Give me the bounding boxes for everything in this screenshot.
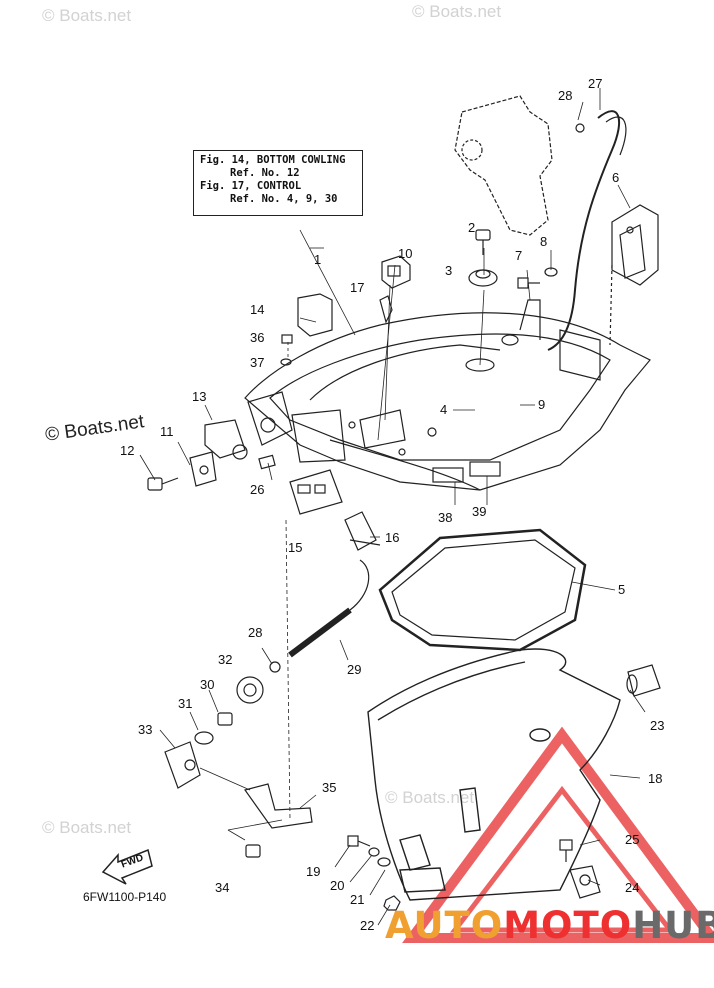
part-label-15: 15 [288, 540, 303, 555]
part-label-39: 39 [472, 504, 487, 519]
part-label-10: 10 [398, 246, 413, 261]
grommet-3 [468, 269, 498, 287]
automotohub-logo: AUTOMOTOHUB [385, 904, 714, 947]
label-26 [258, 454, 276, 470]
watermark-bottom-left: © Boats.net [42, 818, 132, 837]
bolt-34 [245, 844, 261, 858]
part-label-30: 30 [200, 677, 215, 692]
washer-21 [377, 857, 391, 867]
cable-29 [288, 559, 370, 658]
nut-22 [383, 895, 401, 911]
bracket-24 [569, 865, 601, 899]
grommet-10 [381, 255, 411, 289]
diagram-code: 6FW1100-P140 [83, 890, 167, 904]
washer-20 [368, 847, 380, 857]
logo-part-auto: AUTO [385, 904, 504, 947]
grommet-16 [344, 511, 381, 551]
part-label-12: 12 [120, 443, 135, 458]
knob-32 [236, 676, 264, 704]
post [519, 299, 541, 340]
screw-30 [217, 712, 233, 726]
part-label-17: 17 [350, 280, 365, 295]
bottom-cowling-1 [244, 299, 651, 491]
bolt-2 [475, 229, 491, 255]
part-label-19: 19 [306, 864, 321, 879]
part-label-28-bottom: 28 [248, 625, 263, 640]
part-label-31: 31 [178, 696, 193, 711]
part-label-34: 34 [215, 880, 230, 895]
part-label-37: 37 [250, 355, 265, 370]
ref-line-4: Ref. No. 4, 9, 30 [230, 193, 338, 205]
part-label-8: 8 [540, 234, 548, 249]
logo-part-hub: HUB [632, 904, 714, 947]
clip-28 [269, 661, 281, 673]
part-label-1: 1 [314, 252, 322, 267]
part-label-16: 16 [385, 530, 400, 545]
bracket-13 [204, 419, 248, 460]
part-label-2: 2 [468, 220, 476, 235]
part-label-7: 7 [515, 248, 523, 263]
part-label-5: 5 [618, 582, 626, 597]
part-label-20: 20 [330, 878, 345, 893]
part-label-28-top: 28 [558, 88, 573, 103]
fwd-arrow-icon [101, 848, 153, 885]
part-label-22: 22 [360, 918, 375, 933]
bolt-25 [559, 839, 573, 862]
bracket-6 [609, 204, 659, 346]
part-label-18: 18 [648, 771, 663, 786]
part-label-21: 21 [350, 892, 365, 907]
label-38-plate [432, 467, 464, 483]
panel-15 [289, 469, 343, 515]
watermark-bottom-mid: © Boats.net [385, 788, 475, 807]
part-label-25: 25 [625, 832, 640, 847]
seal-5 [378, 528, 587, 652]
washer-37 [280, 358, 292, 366]
engine-block-outline [454, 95, 553, 236]
watermark-top-left: © Boats.net [42, 6, 132, 25]
bracket-33 [164, 741, 201, 789]
washer-31 [194, 731, 214, 745]
ref-line-3: Fig. 17, CONTROL [200, 180, 302, 192]
part-label-13: 13 [192, 389, 207, 404]
plug-17 [379, 295, 393, 324]
part-label-4: 4 [440, 402, 448, 417]
part-label-26: 26 [250, 482, 265, 497]
part-label-33: 33 [138, 722, 153, 737]
bracket-14 [297, 293, 333, 337]
washer-8 [544, 267, 558, 277]
bolt-7 [517, 277, 540, 289]
bolt-12 [147, 477, 179, 491]
grommet-23 [626, 664, 661, 697]
apron-18 [367, 648, 621, 901]
part-label-32: 32 [218, 652, 233, 667]
watermark-top-right: © Boats.net [412, 2, 502, 21]
part-label-29: 29 [347, 662, 362, 677]
part-label-23: 23 [650, 718, 665, 733]
part-label-38: 38 [438, 510, 453, 525]
part-label-24: 24 [625, 880, 640, 895]
bolt-36 [281, 334, 293, 344]
part-label-27: 27 [588, 76, 603, 91]
hose-27 [547, 110, 621, 351]
reference-box: Fig. 14, BOTTOM COWLING Ref. No. 12 Fig.… [193, 150, 363, 216]
front-bracket [247, 391, 346, 463]
bolt-19 [347, 835, 371, 847]
part-label-36: 36 [250, 330, 265, 345]
ref-line-1: Fig. 14, BOTTOM COWLING [200, 154, 346, 166]
bracket-35 [244, 783, 313, 829]
ref-line-2: Ref. No. 12 [230, 167, 300, 179]
part-label-35: 35 [322, 780, 337, 795]
part-label-3: 3 [445, 263, 453, 278]
part-label-11: 11 [160, 424, 174, 439]
part-label-9: 9 [538, 397, 546, 412]
plate-11 [189, 451, 217, 487]
label-39-plate [469, 461, 501, 477]
logo-part-moto: MOTO [503, 904, 633, 947]
logo-triangle-icon [402, 726, 714, 943]
part-label-6: 6 [612, 170, 620, 185]
part-label-14: 14 [250, 302, 265, 317]
clip-28-top [575, 123, 585, 133]
